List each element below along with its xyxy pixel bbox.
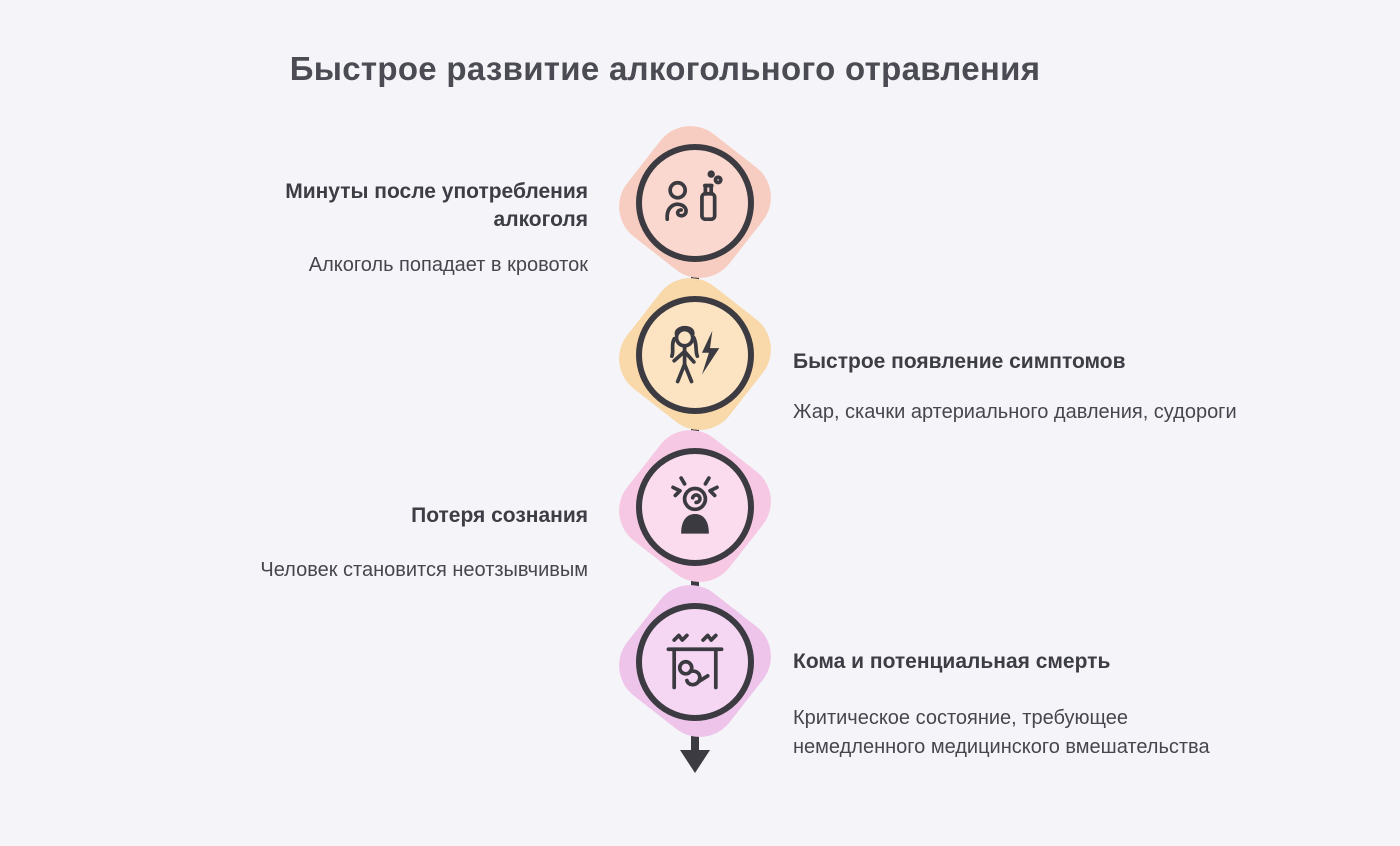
step-4-circle: [636, 603, 754, 721]
step-4-heading: Кома и потенциальная смерть: [793, 650, 1111, 673]
step-2-heading: Быстрое появление симптомов: [793, 350, 1126, 373]
person-with-lightning-icon: [670, 325, 720, 384]
step-1-text: Минуты после употребления алкоголя Алког…: [208, 178, 588, 280]
timeline-arrow-icon: [680, 750, 710, 773]
step-1-node: [603, 110, 787, 294]
step-3-circle: [636, 448, 754, 566]
step-1-circle: [636, 144, 754, 262]
step-3-node: [603, 414, 787, 598]
step-4-description: Критическое состояние, требующее немедле…: [793, 707, 1210, 759]
step-2-text: Быстрое появление симптомов Жар, скачки …: [793, 348, 1243, 427]
step-2-description: Жар, скачки артериального давления, судо…: [793, 401, 1237, 424]
step-4-text: Кома и потенциальная смерть Критическое …: [793, 648, 1243, 762]
step-3-description: Человек становится неотзывчивым: [260, 559, 588, 582]
drinking-person-with-bottle-icon: [665, 170, 723, 222]
page-title: Быстрое развитие алкогольного отравления: [289, 50, 1041, 87]
step-3-text: Потеря сознания Человек становится неотз…: [208, 502, 588, 585]
step-4-node: [603, 569, 787, 753]
step-1-heading: Минуты после употребления алкоголя: [285, 180, 588, 232]
step-2-node: [603, 262, 787, 446]
step-1-description: Алкоголь попадает в кровоток: [308, 253, 588, 276]
step-2-circle: [636, 296, 754, 414]
person-under-table-icon: [666, 633, 724, 690]
dizzy-person-icon: [671, 476, 719, 534]
step-3-heading: Потеря сознания: [411, 504, 588, 527]
